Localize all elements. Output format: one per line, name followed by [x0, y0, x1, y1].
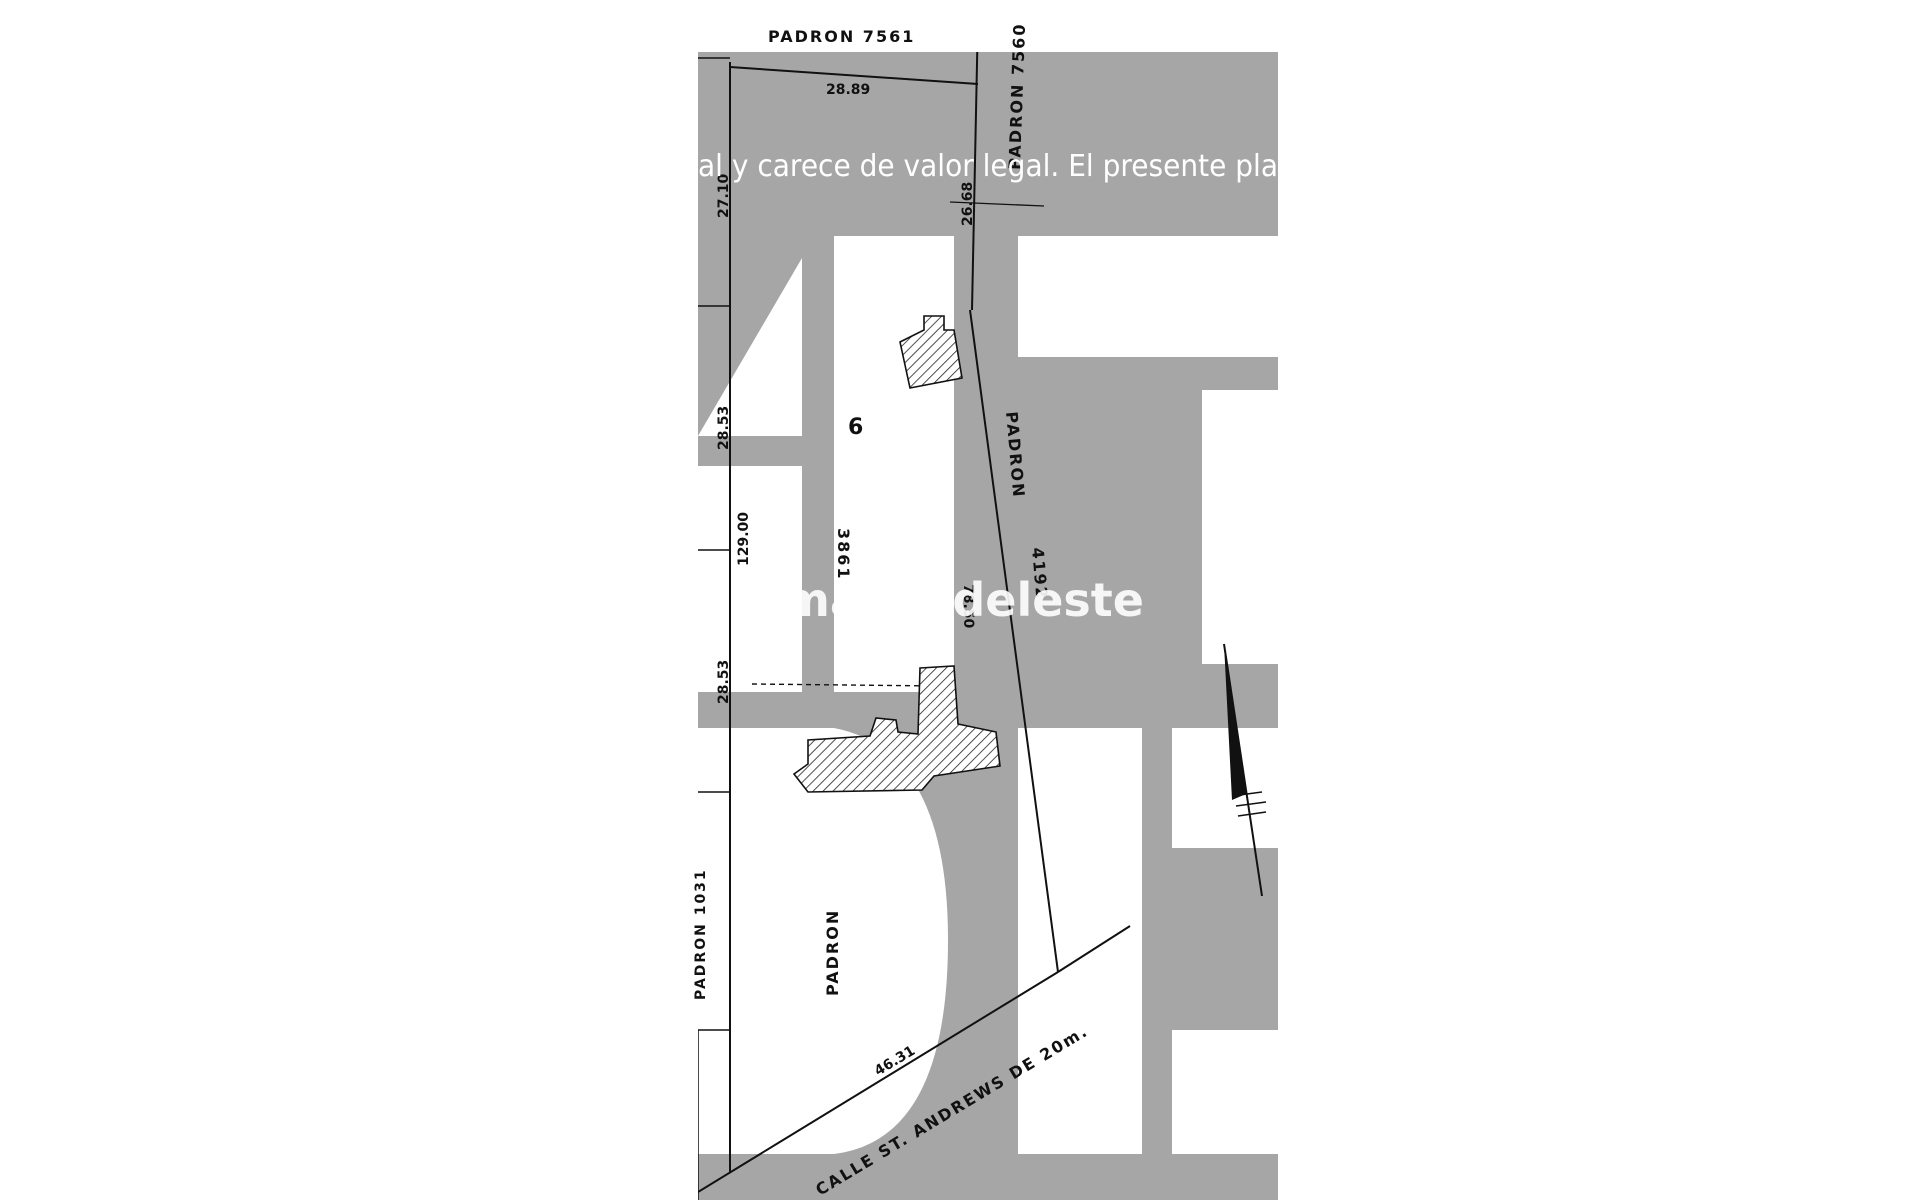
east-boundary: [971, 52, 979, 311]
dim-north: 28.89: [826, 82, 870, 98]
watermark-disclaimer: al y carece de valor legal. El presente …: [698, 149, 1278, 184]
plan-linework: [698, 52, 1131, 1200]
dim-east-top: 26.68: [960, 182, 976, 226]
label-padron-west: PADRON 1031: [693, 868, 709, 1000]
dashed-divider: [751, 683, 941, 687]
watermark-brand: mapasdeleste: [782, 573, 1144, 627]
watermark-overlay: [698, 52, 1278, 1200]
label-lot-number: 6: [848, 415, 865, 440]
street-line-lower: [698, 971, 1059, 1193]
east-tick: [949, 201, 1045, 207]
watermark-text: al y carece de valor legal. El presente …: [698, 149, 1278, 627]
dim-east-mid: 78.50: [960, 584, 976, 629]
dim-west-total: 129.00: [736, 512, 752, 566]
label-padron-east-number: 4192: [1028, 547, 1052, 601]
east-boundary-lower: [969, 309, 1059, 973]
buildings: [792, 315, 1001, 793]
label-padron-north: PADRON 7561: [768, 27, 915, 46]
label-padron-center-word: PADRON: [823, 909, 842, 996]
north-arrow-icon: [1223, 643, 1267, 897]
label-padron-center-number: 3861: [834, 528, 853, 581]
street-line-upper: [1057, 925, 1131, 973]
north-boundary: [729, 66, 979, 85]
dim-west-top: 27.10: [716, 173, 732, 218]
dim-west-mid-lower: 28.53: [716, 660, 732, 704]
building-north: [899, 315, 963, 389]
watermark-gray-fill: [698, 52, 1278, 1200]
building-south: [792, 665, 1001, 793]
dim-west-mid-upper: 28.53: [716, 406, 732, 450]
